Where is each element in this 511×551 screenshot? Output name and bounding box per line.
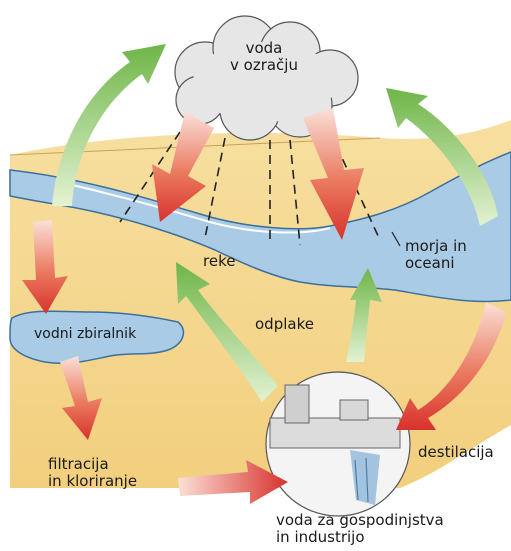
label-reservoir: vodni zbiralnik <box>34 326 136 343</box>
label-filtration: filtracija in kloriranje <box>48 456 137 490</box>
label-cloud: voda v ozračju <box>228 40 300 74</box>
label-rivers: reke <box>203 253 235 270</box>
label-sewage: odplake <box>255 316 314 333</box>
label-distillation: destilacija <box>418 444 494 461</box>
label-seas: morja in oceani <box>405 238 467 272</box>
label-household: voda za gospodinjstva in industrijo <box>276 512 444 546</box>
household-facility <box>266 372 410 516</box>
